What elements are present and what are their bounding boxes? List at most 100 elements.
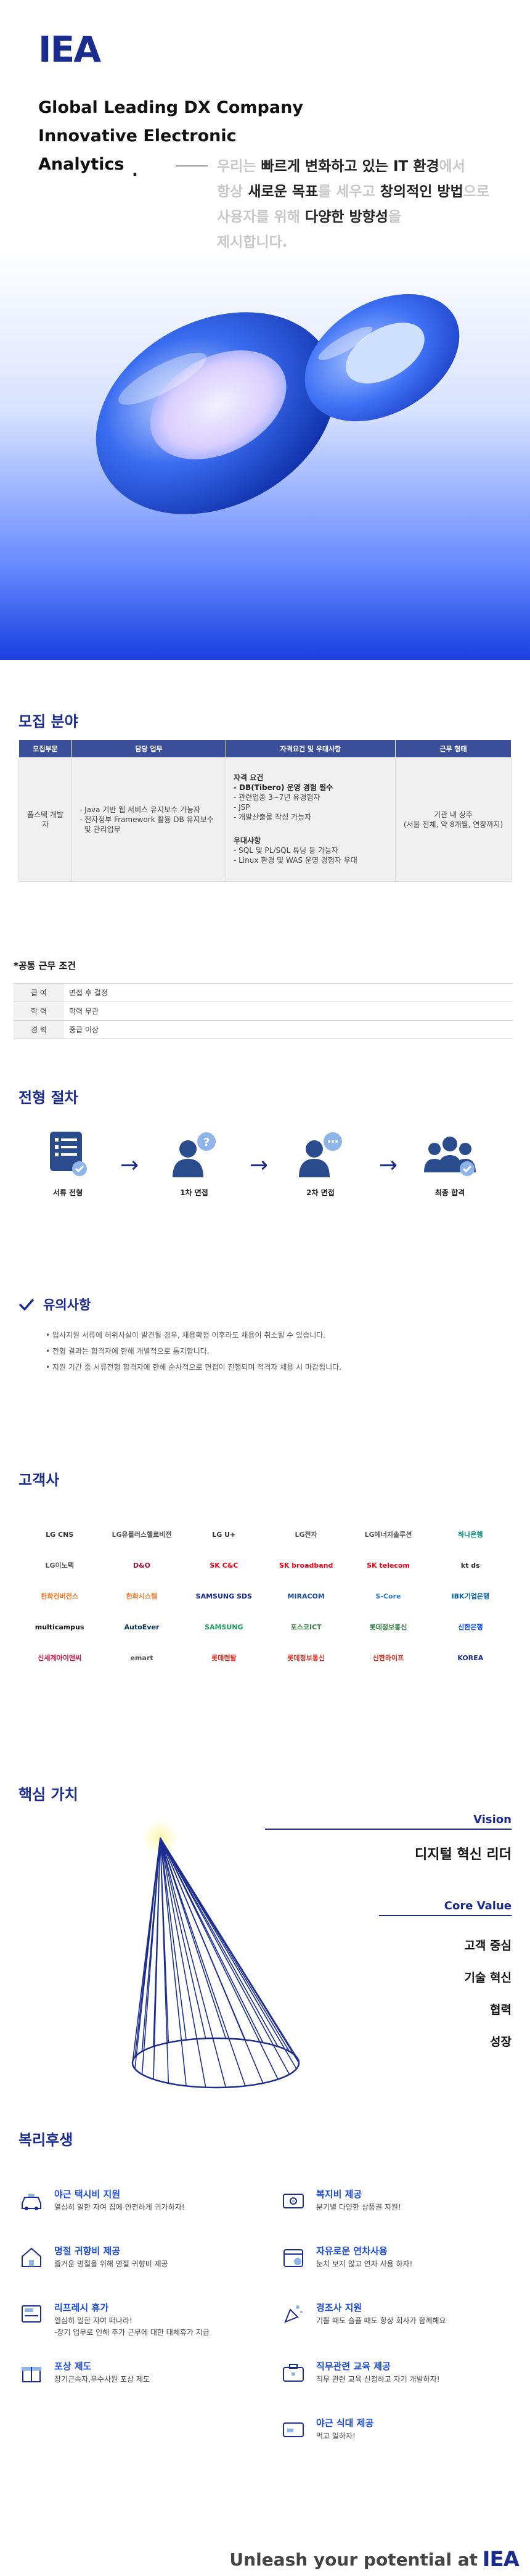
- arrow-right-icon: →: [250, 1153, 269, 1178]
- note-item: 전형 결과는 합격자에 한해 개별적으로 통지합니다.: [46, 1343, 512, 1359]
- vision-label: Vision: [473, 1813, 512, 1826]
- client-logo: 한화컨버전스: [41, 1592, 79, 1600]
- client-logo: KOREA: [457, 1653, 484, 1662]
- hero-copy-text: 우리는: [217, 158, 261, 175]
- client-logo: SAMSUNG SDS: [195, 1592, 252, 1600]
- welfare-spacer: [18, 2416, 250, 2451]
- hero-copy-text: 사용자를 위해: [217, 209, 305, 225]
- client-logo: kt ds: [460, 1561, 480, 1570]
- client-logo: LG이노텍: [45, 1562, 74, 1570]
- notes-list: 입사지원 서류에 허위사실이 발견될 경우, 채용확정 이후라도 채용이 취소될…: [46, 1327, 512, 1375]
- hero-copy-text: 제시합니다.: [217, 234, 288, 250]
- step-document: 서류 전형: [31, 1129, 105, 1198]
- cone-line: [160, 1837, 206, 2039]
- hero-copy-text: 항상: [217, 184, 248, 200]
- duty-item: - Java 기반 웹 서비스 유지보수 가능자: [80, 805, 201, 814]
- hero-section: IEA Global Leading DX Company Innovative…: [0, 0, 530, 660]
- welfare-description: 분기별 다양한 상품권 지원!: [316, 2203, 401, 2212]
- vision-block: Vision 디지털 혁신 리더: [265, 1813, 512, 1863]
- welfare-description: -장기 업무로 인해 추가 근무에 대한 대체휴가 지급: [54, 2328, 210, 2337]
- welfare-title: 복지비 제공: [316, 2189, 362, 2200]
- cone-line: [160, 1837, 297, 2057]
- client-logo: SK C&C: [210, 1561, 238, 1570]
- client-logo: 하나은행: [458, 1531, 483, 1539]
- section-title: 모집 분야: [18, 713, 78, 730]
- hero-copy-line: 항상 새로운 목표를 세우고 창의적인 방법으로: [217, 179, 507, 205]
- cone-line: [160, 1837, 264, 2043]
- welfare-description: 장기근속자,우수사원 포상 제도: [54, 2375, 150, 2384]
- client-logo: D&O: [132, 1561, 151, 1570]
- condition-value: 중급 이상: [64, 1020, 513, 1039]
- condition-key: 학 력: [14, 1002, 64, 1021]
- hero-title-line: Global Leading DX Company: [38, 98, 303, 117]
- hero-copy-emphasis: 새로운 목표: [248, 184, 319, 200]
- cone-illustration: [131, 1819, 300, 2089]
- hero-copy-text: 에서: [439, 158, 465, 175]
- welfare-title: 직무관련 교육 제공: [316, 2361, 391, 2372]
- notes-section: 유의사항 입사지원 서류에 허위사실이 발견될 경우, 채용확정 이후라도 채용…: [18, 1295, 512, 1375]
- briefcase-icon: [280, 2360, 306, 2385]
- recruit-section: 모집 분야 모집부문 담당 업무 자격요건 및 우대사항 근무 형태 풀스택 개…: [18, 709, 512, 882]
- calendar-icon: [280, 2244, 306, 2270]
- step-interview-2: 2차 면접: [283, 1129, 357, 1198]
- client-logo: LG에너지솔루션: [364, 1531, 412, 1539]
- home-icon: [18, 2244, 44, 2270]
- footer: Unleash your potential at IEA: [0, 2541, 530, 2576]
- hero-title: Global Leading DX Company Innovative Ele…: [38, 94, 303, 179]
- hero-divider: [176, 165, 208, 167]
- refresh-leave-icon: [18, 2301, 44, 2327]
- condition-key: 급 여: [14, 983, 64, 1002]
- welfare-description: 먹고 일하자!: [316, 2432, 356, 2440]
- cone-line: [160, 1837, 246, 2040]
- client-logo: 롯데정보통신: [369, 1623, 407, 1631]
- hero-copy-text: 으로: [463, 184, 490, 200]
- cone-line: [160, 1837, 206, 2088]
- cone-line: [160, 1837, 290, 2052]
- section-title: 전형 절차: [18, 1089, 78, 1106]
- hero-copy-line: 사용자를 위해 다양한 방향성을: [217, 205, 507, 230]
- section-title: 복리후생: [18, 2131, 73, 2149]
- process-section: 전형 절차 서류 전형 → ? 1차: [18, 1085, 512, 1253]
- taxi-icon: [18, 2187, 44, 2213]
- client-logo: 한화시스템: [126, 1592, 158, 1600]
- cone-line: [160, 1837, 187, 2040]
- table-header: 담당 업무: [71, 739, 226, 758]
- requirement-item: - 관련업종 3~7년 유경험자: [234, 793, 320, 802]
- footer-logo[interactable]: IEA: [482, 2547, 520, 2572]
- client-logo: LG U+: [212, 1530, 236, 1539]
- table-row: 풀스택 개발자 - Java 기반 웹 서비스 유지보수 가능자 - 전자정부 …: [18, 757, 512, 882]
- notes-title: 유의사항: [43, 1298, 91, 1312]
- client-logo: AutoEver: [124, 1623, 160, 1631]
- step-label: 1차 면접: [180, 1188, 208, 1197]
- hero-copy-emphasis: 빠르게 변화하고 있는 IT 환경: [261, 158, 439, 175]
- section-title: 고객사: [18, 1471, 60, 1489]
- cone-line: [134, 1837, 161, 2057]
- team-pass-icon: [424, 1137, 476, 1176]
- welfare-title: 자유로운 연차사용: [316, 2245, 388, 2257]
- vision-divider: [265, 1829, 512, 1830]
- core-value-item: 협력: [490, 2003, 512, 2017]
- note-item: 지원 기간 중 서류전형 합격자에 한해 순차적으로 면접이 진행되며 적격자 …: [46, 1359, 512, 1375]
- gift-icon: [18, 2360, 44, 2385]
- step-label: 최종 합격: [434, 1188, 465, 1197]
- preference-item: - Linux 환경 및 WAS 운영 경험자 우대: [234, 856, 357, 865]
- welfare-title: 포상 제도: [54, 2361, 92, 2372]
- client-logo: 신세계아이앤씨: [38, 1654, 82, 1662]
- process-steps: 서류 전형 → ? 1차 면접 → 2차: [18, 1129, 512, 1253]
- core-values-section: 핵심 가치 Vision 디지털 혁신 리더 Core Value 고객 중심 …: [18, 1782, 512, 2089]
- company-logo[interactable]: IEA: [38, 28, 101, 70]
- wallet-icon: [280, 2187, 306, 2213]
- welfare-description: 열심히 일한 자여 집에 안전하게 귀가하자!: [54, 2203, 185, 2212]
- interview-question-icon: ?: [173, 1132, 216, 1177]
- duty-item: - 전자정부 Framework 활용 DB 유지보수: [80, 815, 214, 824]
- client-logo: SK broadband: [279, 1561, 333, 1570]
- hero-title-dot: .: [132, 162, 138, 180]
